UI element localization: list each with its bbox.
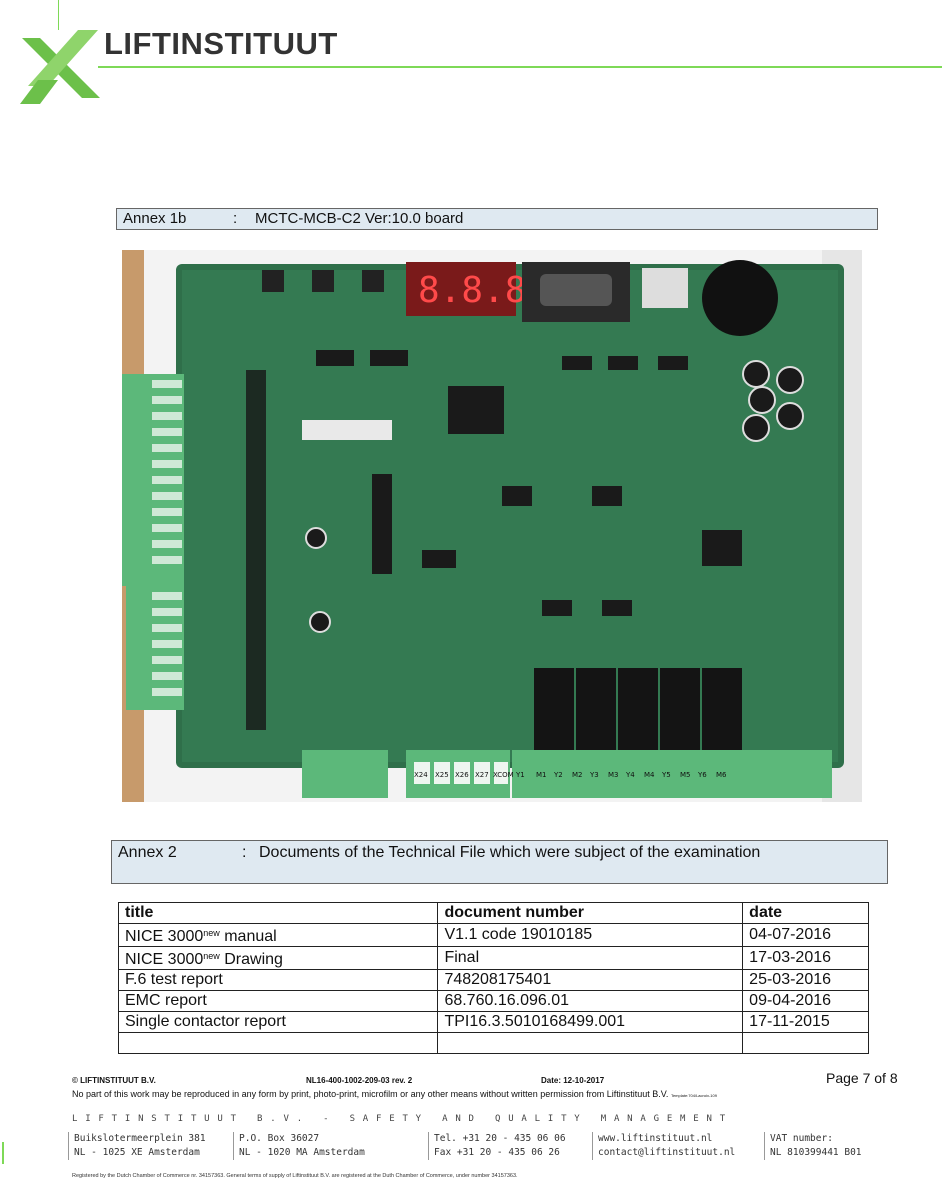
brand-name: LIFTINSTITUUT bbox=[104, 26, 338, 61]
table-row: EMC report 68.760.16.096.01 09-04-2016 bbox=[117, 990, 869, 1012]
controller-board-photo: 8.8.8. X24 X25 X26 X27 XCOM bbox=[122, 250, 862, 802]
header-rule bbox=[98, 66, 942, 68]
terminal-label: Y4 bbox=[625, 771, 635, 779]
doc-title-cell: NICE 3000new manual bbox=[117, 923, 439, 947]
footer-template-id: Template:704/Lacroix-109 bbox=[670, 1093, 717, 1098]
annex-2-heading: Annex 2 : Documents of the Technical Fil… bbox=[111, 840, 888, 884]
doc-date-cell: 17-03-2016 bbox=[742, 946, 869, 970]
pobox-line: P.O. Box 36027 bbox=[239, 1133, 320, 1144]
header-line-vertical bbox=[58, 0, 59, 30]
doc-date-cell: 04-07-2016 bbox=[742, 923, 869, 947]
terminal-label: Y2 bbox=[553, 771, 563, 779]
liftinstituut-logo-icon bbox=[20, 30, 100, 104]
doc-date-cell bbox=[742, 1032, 869, 1054]
footer-notice-text: No part of this work may be reproduced i… bbox=[72, 1089, 669, 1099]
footer-web: www.liftinstituut.nl contact@liftinstitu… bbox=[592, 1132, 735, 1160]
terminal-label: XCOM bbox=[493, 771, 514, 779]
footer-phone: Tel. +31 20 - 435 06 06 Fax +31 20 - 435… bbox=[428, 1132, 566, 1160]
footer-pobox: P.O. Box 36027 NL - 1020 MA Amsterdam bbox=[233, 1132, 365, 1160]
email-link[interactable]: contact@liftinstituut.nl bbox=[598, 1147, 736, 1158]
footer-copyright: © LIFTINSTITUUT B.V. bbox=[72, 1076, 156, 1085]
footer-date: Date: 12-10-2017 bbox=[541, 1076, 605, 1085]
column-header: document number bbox=[437, 902, 744, 924]
pobox-line: NL - 1020 MA Amsterdam bbox=[239, 1147, 365, 1158]
table-row: NICE 3000new Drawing Final 17-03-2016 bbox=[117, 946, 869, 970]
terminal-label: M3 bbox=[608, 771, 619, 779]
website-link[interactable]: www.liftinstituut.nl bbox=[598, 1133, 713, 1144]
table-row-empty bbox=[117, 1032, 869, 1054]
doc-title-cell: Single contactor report bbox=[117, 1011, 439, 1033]
annex-1b-heading: Annex 1b: MCTC-MCB-C2 Ver:10.0 board bbox=[116, 208, 878, 230]
footer-vat: VAT number: NL 810399441 B01 bbox=[764, 1132, 862, 1160]
doc-number-cell: Final bbox=[437, 946, 744, 970]
doc-number-cell: V1.1 code 19010185 bbox=[437, 923, 744, 947]
annex-1b-label: Annex 1b bbox=[123, 210, 187, 227]
fax-line: Fax +31 20 - 435 06 26 bbox=[434, 1147, 560, 1158]
terminal-label: X25 bbox=[435, 771, 449, 779]
terminal-label: Y3 bbox=[589, 771, 599, 779]
address-line: Buikslotermeerplein 381 bbox=[74, 1133, 206, 1144]
terminal-label: X24 bbox=[414, 771, 428, 779]
terminal-label: M2 bbox=[572, 771, 583, 779]
footer-legal: Registered by the Dutch Chamber of Comme… bbox=[72, 1173, 518, 1179]
footer-doc-number: NL16-400-1002-209-03 rev. 2 bbox=[306, 1076, 413, 1085]
terminal-label: Y6 bbox=[697, 771, 707, 779]
doc-date-cell: 25-03-2016 bbox=[742, 969, 869, 991]
doc-number-cell: 68.760.16.096.01 bbox=[437, 990, 744, 1012]
column-header: title bbox=[117, 902, 439, 924]
doc-title-cell: F.6 test report bbox=[117, 969, 439, 991]
terminal-label: M1 bbox=[536, 771, 547, 779]
doc-title-cell: NICE 3000new Drawing bbox=[117, 946, 439, 970]
annex-1b-separator: : bbox=[233, 210, 238, 227]
documents-table: title document number date NICE 3000new … bbox=[117, 902, 869, 1054]
doc-title-cell: EMC report bbox=[117, 990, 439, 1012]
doc-number-cell: 748208175401 bbox=[437, 969, 744, 991]
terminal-label: X26 bbox=[455, 771, 469, 779]
annex-2-title: Documents of the Technical File which we… bbox=[259, 844, 761, 861]
doc-date-cell: 17-11-2015 bbox=[742, 1011, 869, 1033]
footer-notice: No part of this work may be reproduced i… bbox=[72, 1089, 717, 1099]
footer-address: Buikslotermeerplein 381 NL - 1025 XE Ams… bbox=[68, 1132, 206, 1160]
doc-title-cell bbox=[117, 1032, 439, 1054]
table-header-row: title document number date bbox=[117, 902, 869, 924]
terminal-label: M5 bbox=[680, 771, 691, 779]
doc-number-cell: TPI16.3.5010168499.001 bbox=[437, 1011, 744, 1033]
terminal-label: Y1 bbox=[515, 771, 525, 779]
vat-label: VAT number: bbox=[770, 1133, 833, 1144]
doc-number-cell bbox=[437, 1032, 744, 1054]
address-line: NL - 1025 XE Amsterdam bbox=[74, 1147, 200, 1158]
terminal-label: M6 bbox=[716, 771, 727, 779]
table-row: Single contactor report TPI16.3.50101684… bbox=[117, 1011, 869, 1033]
margin-mark bbox=[2, 1142, 4, 1164]
terminal-label: X27 bbox=[475, 771, 489, 779]
doc-date-cell: 09-04-2016 bbox=[742, 990, 869, 1012]
column-header: date bbox=[742, 902, 869, 924]
vat-number: NL 810399441 B01 bbox=[770, 1147, 862, 1158]
annex-2-label: Annex 2 bbox=[118, 844, 177, 861]
table-row: F.6 test report 748208175401 25-03-2016 bbox=[117, 969, 869, 991]
footer-tagline: LIFTINSTITUUT B.V. - SAFETY AND QUALITY … bbox=[72, 1114, 733, 1124]
phone-line: Tel. +31 20 - 435 06 06 bbox=[434, 1133, 566, 1144]
page-number: Page 7 of 8 bbox=[826, 1070, 898, 1086]
table-row: NICE 3000new manual V1.1 code 19010185 0… bbox=[117, 923, 869, 947]
annex-2-separator: : bbox=[242, 844, 247, 861]
terminal-label: Y5 bbox=[661, 771, 671, 779]
annex-1b-title: MCTC-MCB-C2 Ver:10.0 board bbox=[255, 210, 464, 227]
terminal-label: M4 bbox=[644, 771, 655, 779]
